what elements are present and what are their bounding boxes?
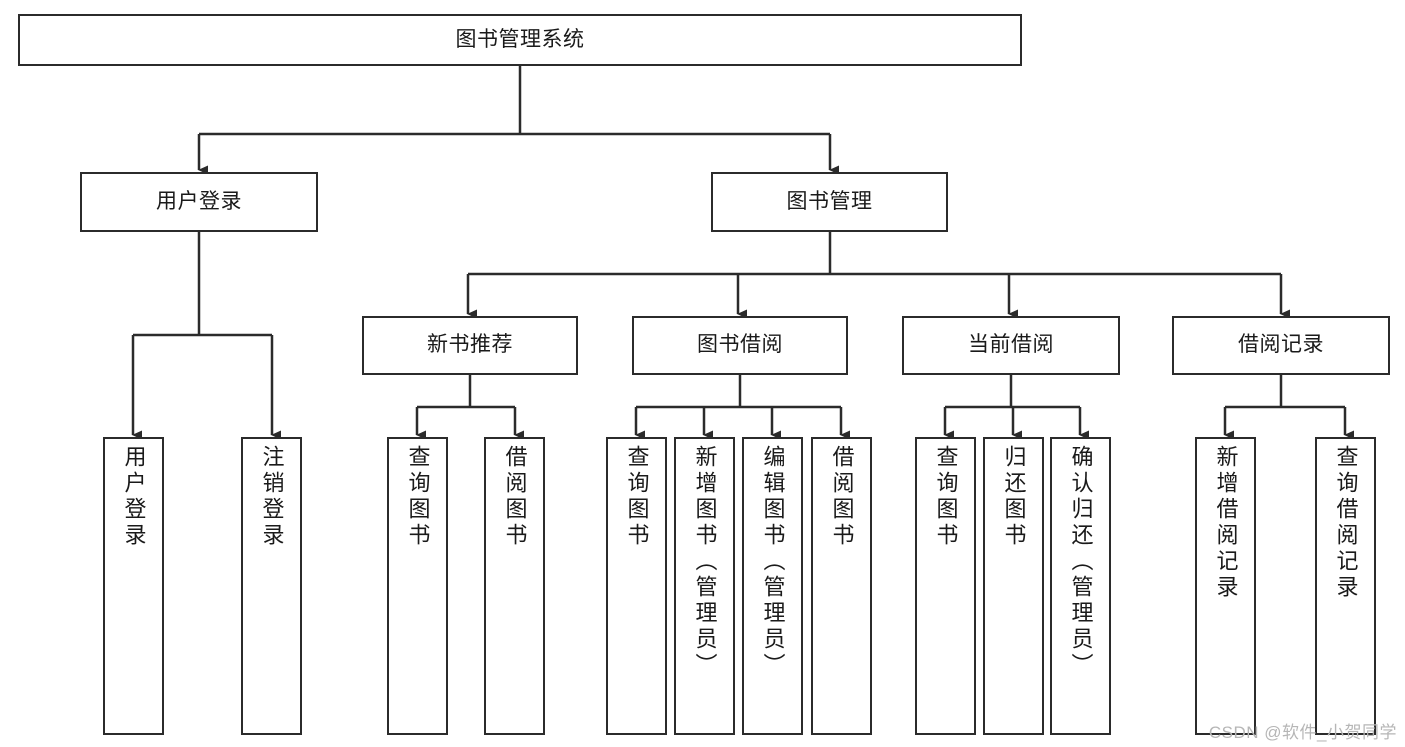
- connector-group: [131, 66, 1354, 440]
- node-label-leaf-query-record: 查询借阅记录: [1333, 445, 1359, 601]
- node-label-leaf-query-book-cur: 查询图书: [933, 445, 959, 549]
- node-label-root: 图书管理系统: [455, 27, 585, 51]
- node-label-new-book-recommend: 新书推荐: [427, 333, 513, 357]
- node-new-book-recommend[interactable]: 新书推荐: [362, 316, 578, 375]
- node-leaf-edit-book[interactable]: 编辑图书（管理员）: [742, 437, 803, 735]
- node-book-manage[interactable]: 图书管理: [711, 172, 948, 232]
- node-label-user-login: 用户登录: [156, 189, 242, 213]
- node-leaf-query-record[interactable]: 查询借阅记录: [1315, 437, 1376, 735]
- node-leaf-user-logout[interactable]: 注销登录: [241, 437, 302, 735]
- node-leaf-query-book-cur[interactable]: 查询图书: [915, 437, 976, 735]
- node-leaf-borrow-book-rec[interactable]: 借阅图书: [484, 437, 545, 735]
- node-label-leaf-query-book-borrow: 查询图书: [624, 445, 650, 549]
- node-leaf-return-book[interactable]: 归还图书: [983, 437, 1044, 735]
- node-label-leaf-add-record: 新增借阅记录: [1213, 445, 1239, 601]
- node-label-current-borrow: 当前借阅: [968, 333, 1054, 357]
- node-borrow-record[interactable]: 借阅记录: [1172, 316, 1390, 375]
- node-leaf-add-record[interactable]: 新增借阅记录: [1195, 437, 1256, 735]
- node-label-leaf-add-book: 新增图书（管理员）: [692, 445, 718, 679]
- node-root[interactable]: 图书管理系统: [18, 14, 1022, 66]
- node-leaf-borrow-book[interactable]: 借阅图书: [811, 437, 872, 735]
- node-label-leaf-user-login: 用户登录: [121, 445, 147, 549]
- node-label-book-manage: 图书管理: [786, 189, 873, 213]
- node-label-book-borrow: 图书借阅: [697, 333, 783, 357]
- node-leaf-confirm-return[interactable]: 确认归还（管理员）: [1050, 437, 1111, 735]
- node-leaf-query-book-borrow[interactable]: 查询图书: [606, 437, 667, 735]
- node-user-login[interactable]: 用户登录: [80, 172, 318, 232]
- node-label-leaf-query-book-rec: 查询图书: [405, 445, 431, 549]
- node-label-leaf-confirm-return: 确认归还（管理员）: [1068, 445, 1094, 679]
- node-label-leaf-borrow-book-rec: 借阅图书: [502, 445, 528, 549]
- node-label-leaf-edit-book: 编辑图书（管理员）: [760, 445, 786, 679]
- node-leaf-add-book[interactable]: 新增图书（管理员）: [674, 437, 735, 735]
- node-book-borrow[interactable]: 图书借阅: [632, 316, 848, 375]
- node-leaf-query-book-rec[interactable]: 查询图书: [387, 437, 448, 735]
- node-label-leaf-borrow-book: 借阅图书: [829, 445, 855, 549]
- node-leaf-user-login[interactable]: 用户登录: [103, 437, 164, 735]
- node-label-borrow-record: 借阅记录: [1238, 333, 1324, 357]
- node-label-leaf-return-book: 归还图书: [1001, 445, 1027, 549]
- node-current-borrow[interactable]: 当前借阅: [902, 316, 1120, 375]
- node-label-leaf-user-logout: 注销登录: [259, 445, 285, 549]
